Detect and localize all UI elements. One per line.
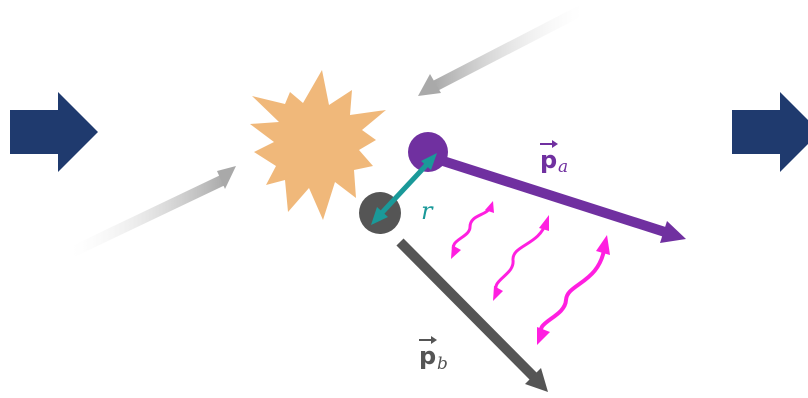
- left-right-arrow-icon: [10, 92, 98, 172]
- label-p-a: p a: [540, 140, 568, 177]
- momentum-a-base: p: [540, 146, 557, 174]
- wavy-arrows: [451, 205, 607, 338]
- label-p-b: p b: [419, 336, 448, 374]
- separation-arrow: [371, 153, 437, 225]
- momentum-b-subscript: b: [437, 354, 448, 374]
- momentum-arrow-a: [438, 155, 686, 243]
- right-right-arrow-icon: [732, 92, 808, 172]
- momentum-arrow-b: [396, 238, 548, 392]
- momentum-a-subscript: a: [558, 157, 568, 177]
- starburst-icon: [250, 70, 386, 220]
- momentum-b-base: p: [419, 342, 436, 370]
- particle-a: [408, 132, 448, 172]
- separation-label: r: [421, 197, 434, 225]
- wavy-arrow-heads: [451, 201, 610, 345]
- incoming-beam-right: [418, 5, 585, 96]
- incoming-beam-left: [69, 166, 236, 257]
